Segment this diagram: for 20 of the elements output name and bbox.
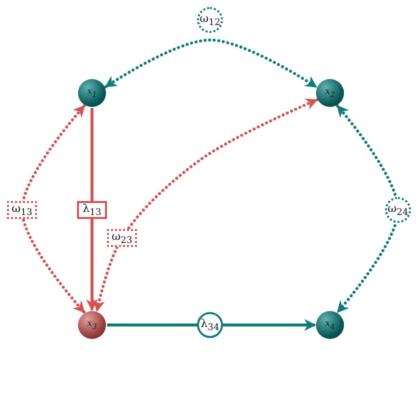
- sphere-node: [78, 311, 106, 339]
- arrow: [104, 38, 318, 88]
- node-label: x$_{2}$: [325, 88, 335, 98]
- sphere-node: [316, 79, 344, 107]
- edge-label: λ$_{13}$: [77, 201, 107, 219]
- edge-label: ω$_{12}$: [197, 7, 223, 33]
- node-label: x$_{4}$: [325, 320, 335, 330]
- edge-label: λ$_{34}$: [197, 312, 223, 338]
- edge-label: ω$_{24}$: [385, 197, 411, 223]
- arrow: [107, 319, 316, 331]
- arrow: [93, 98, 318, 312]
- sphere-node: [316, 311, 344, 339]
- edge-label: ω$_{23}$: [107, 229, 137, 247]
- node-label: x$_{1}$: [87, 88, 97, 98]
- arrow: [86, 108, 98, 312]
- node-label: x$_{3}$: [87, 320, 97, 330]
- sphere-node: [78, 79, 106, 107]
- arrow: [336, 104, 400, 314]
- arrow: [20, 104, 86, 314]
- edge-label: ω$_{13}$: [7, 201, 37, 219]
